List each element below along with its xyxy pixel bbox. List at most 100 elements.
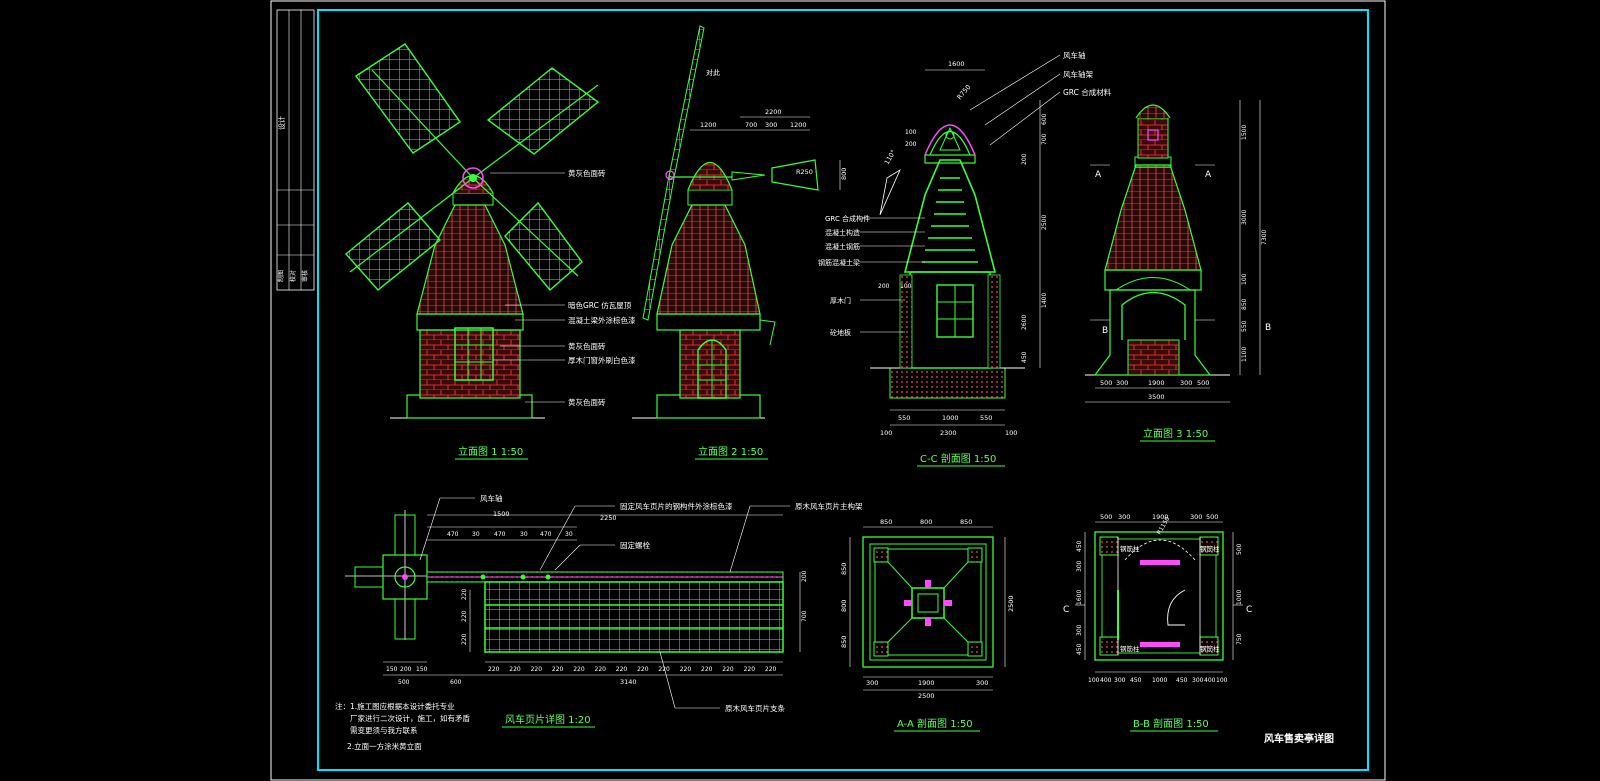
dim-label: 220 <box>531 666 543 673</box>
dim-label: 850 <box>840 563 848 575</box>
dim-label: 1400 <box>1041 293 1048 308</box>
dim-label: 2500 <box>1041 215 1048 230</box>
dim-label: 1600 <box>948 60 965 68</box>
dim-label: 220 <box>722 666 734 673</box>
dim-label: R750 <box>955 83 972 101</box>
callout-label: 风车轴 <box>480 493 503 503</box>
dim-label: 1900 <box>918 679 935 687</box>
dim-label: 700 <box>745 121 757 129</box>
title-block: 设计 制图 校对 审核 <box>276 9 315 291</box>
callout-label: 砼地板 <box>830 328 851 337</box>
section-marker: A <box>1205 170 1212 180</box>
view-caption: 立面图 1 1:50 <box>458 445 523 458</box>
outer-frame <box>270 0 1386 781</box>
title-block-label: 设计 <box>277 116 286 130</box>
section-marker: A <box>1095 170 1102 180</box>
dim-label: 30 <box>472 531 480 538</box>
callout-label: 混凝土钢筋 <box>825 242 860 251</box>
dim-label: 2500 <box>918 692 935 700</box>
dim-label: 1000 <box>1152 677 1167 684</box>
dim-label: 220 <box>616 666 628 673</box>
dim-label: 600 <box>1041 113 1048 125</box>
callout-label: 厚木门 <box>830 296 851 305</box>
dim-label: 700 <box>1041 133 1048 145</box>
view-caption: C-C 剖面图 1:50 <box>920 452 996 465</box>
dim-label: 450 <box>1076 540 1083 552</box>
dim-label: 1900 <box>1148 379 1165 387</box>
callout-label: 风车轴架 <box>1063 69 1093 79</box>
dim-label: 220 <box>680 666 692 673</box>
dim-label: 600 <box>450 679 462 686</box>
dim-label: 1500 <box>493 510 510 518</box>
section-marker: C <box>1246 605 1252 615</box>
dim-label: 450 <box>1021 351 1028 363</box>
dim-label: 1000 <box>942 414 959 422</box>
dim-label: 500 <box>1100 379 1112 387</box>
dim-label: 220 <box>488 666 500 673</box>
dim-label: 100 <box>900 283 912 290</box>
dim-label: 800 <box>840 600 848 612</box>
callout-label: 固定螺栓 <box>620 540 650 550</box>
note-line: 需变更须与我方联系 <box>350 725 418 735</box>
dim-label: 300 <box>866 679 878 687</box>
dim-label: 200 <box>400 666 412 673</box>
dim-label: 700 <box>801 610 808 622</box>
note-line: 厂家进行二次设计，施工，如有矛盾 <box>350 713 470 723</box>
callout-label: GRC 合成构件 <box>825 214 870 223</box>
dim-label: 200 <box>905 141 917 148</box>
dim-label: 850 <box>840 636 848 648</box>
dim-label: 100 <box>1005 429 1017 437</box>
dim-label: 100 <box>905 129 917 136</box>
dim-label: 400 <box>1100 677 1112 684</box>
view-caption: 立面图 2 1:50 <box>698 445 763 458</box>
note-line: 注：1.施工图应根据本设计委托专业 <box>335 701 455 711</box>
callout-label: 钢筋柱 <box>1200 544 1220 553</box>
dim-label: 470 <box>447 531 459 538</box>
inner-frame <box>317 9 1369 771</box>
callout-label: 原木风车页片主构架 <box>795 501 863 511</box>
dim-label: 500 <box>1236 543 1243 555</box>
section-marker: B <box>1265 323 1271 333</box>
dim-label: 300 <box>1076 560 1083 572</box>
dim-label: 30 <box>520 531 528 538</box>
dim-label: 150 <box>386 666 398 673</box>
callout-label: 原木风车页片支条 <box>725 703 785 713</box>
dim-label: 2250 <box>600 514 617 522</box>
dim-label: 30 <box>565 531 573 538</box>
dim-label: 220 <box>637 666 649 673</box>
dim-label: 1600 <box>1076 590 1083 605</box>
dim-label: 400 <box>1204 677 1216 684</box>
callout-label: 黄灰色面砖 <box>568 341 606 351</box>
dim-label: 100 <box>880 429 892 437</box>
dim-label: 500 <box>398 679 410 686</box>
callout-label: GRC 合成材料 <box>1063 87 1112 97</box>
dim-label: 800 <box>840 168 848 180</box>
dim-label: 300 <box>765 121 777 129</box>
dim-label: 200 <box>1021 153 1028 165</box>
callout-label: 暗色GRC 仿瓦屋顶 <box>568 300 632 310</box>
callout-label: 固定风车页片的钢构件外涂棕色漆 <box>620 501 733 511</box>
elevation-2: 2200 1200 700 300 1200 800 R250 对此 立面图 2… <box>632 25 848 460</box>
dim-label: 1100 <box>1241 347 1248 362</box>
dim-label: 550 <box>898 414 910 422</box>
view-caption: 立面图 3 1:50 <box>1143 427 1208 440</box>
dim-label: 300 <box>1114 677 1126 684</box>
dim-label: 300 <box>1190 513 1202 521</box>
callout-label: 厚木门窗外刷白色漆 <box>568 355 636 365</box>
section-aa: 850 800 850 850 800 850 2500 300 1900 30… <box>840 518 1015 732</box>
note-line: 2.立面一方涂米黄立面 <box>347 741 422 751</box>
dim-label: 110° <box>883 148 898 166</box>
dim-label: 200 <box>801 570 808 582</box>
dim-label: 300 <box>1118 513 1130 521</box>
dim-label: R250 <box>796 168 813 176</box>
dim-label: 550 <box>980 414 992 422</box>
dim-label: 500 <box>1100 513 1112 521</box>
dim-label: 220 <box>658 666 670 673</box>
section-marker: B <box>1102 326 1108 336</box>
dim-label: 850 <box>960 518 972 526</box>
dim-label: 1200 <box>790 121 807 129</box>
dim-label: 3500 <box>1148 393 1165 401</box>
dim-label: 3000 <box>1241 210 1248 225</box>
